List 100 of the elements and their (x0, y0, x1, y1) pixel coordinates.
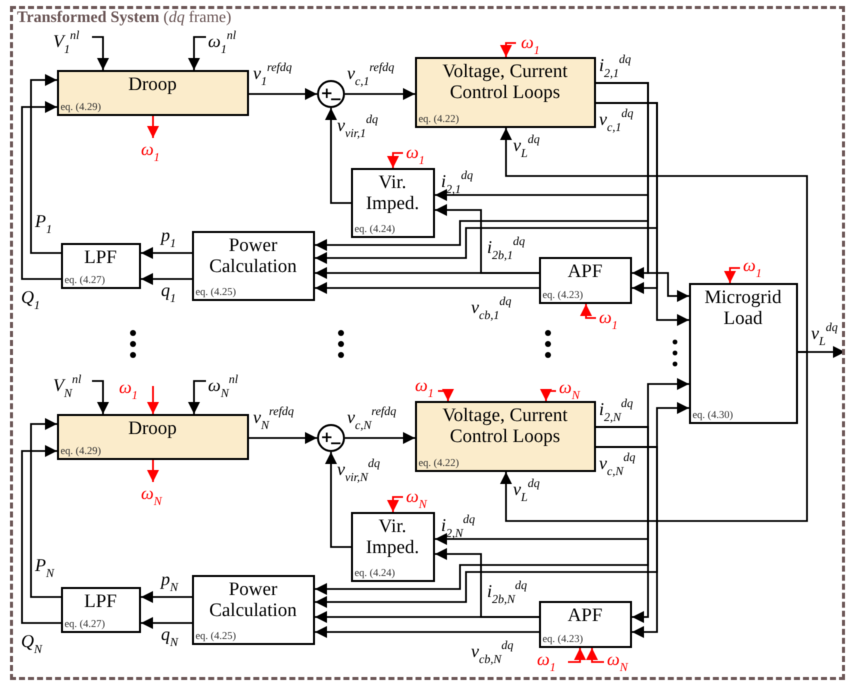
arrow (500, 351, 808, 522)
frequency-label: ω$_{1}$ (118, 378, 139, 404)
arrow (92, 380, 109, 414)
arrow (315, 267, 539, 279)
arrow (147, 460, 159, 482)
block-label: APF (566, 604, 604, 626)
arrow (147, 386, 159, 414)
arrow (249, 88, 317, 100)
arrow (92, 36, 109, 70)
arrow (325, 108, 351, 204)
arrow (500, 128, 808, 353)
process-box (192, 574, 314, 644)
arrow (586, 648, 604, 663)
block-label: Droop (127, 418, 178, 438)
frequency-label: ω$_{1}$ (742, 256, 763, 282)
arrow (387, 152, 403, 168)
frame-border (10, 6, 845, 680)
arrow (580, 304, 596, 319)
arrow (315, 282, 539, 294)
arrow (568, 648, 586, 663)
signal-label: P$_{N}$ (34, 556, 56, 582)
arrow (141, 247, 192, 259)
equation-reference: eq. (4.25) (196, 630, 236, 642)
signal-label: p$_{1}$ (160, 226, 177, 252)
summing-junction (316, 80, 344, 108)
block-label: APF (566, 260, 604, 282)
frequency-label: ω$_{N}$ (140, 484, 163, 510)
arrow (21, 445, 61, 624)
arrow (345, 432, 415, 444)
process-box (60, 242, 140, 288)
equation-reference: eq. (4.22) (418, 458, 460, 468)
process-box (350, 168, 434, 238)
block-label: Vir. Imped. (364, 516, 420, 558)
signal-label: q$_{1}$ (160, 281, 177, 307)
equation-reference: eq. (4.22) (418, 114, 460, 124)
equation-reference: eq. (4.25) (196, 286, 236, 298)
block-label: Power Calculation (208, 234, 298, 276)
equation-reference: eq. (4.29) (60, 102, 102, 112)
equation-reference: eq. (4.30) (692, 410, 734, 420)
signal-label: Q$_{N}$ (20, 632, 44, 658)
block-label: Power Calculation (208, 578, 298, 620)
frequency-label: ω$_{N}$ (606, 650, 629, 676)
frequency-label: ω$_{1}$ (140, 140, 161, 166)
process-box (414, 400, 596, 472)
process-box (60, 586, 140, 632)
arrow (147, 116, 159, 138)
process-box (56, 414, 248, 460)
arrow (540, 389, 556, 401)
arrow (141, 273, 192, 285)
block-label: LPF (83, 246, 118, 268)
arrow (30, 74, 61, 254)
arrow (724, 267, 740, 283)
arrow (345, 88, 415, 100)
block-label: Voltage, Current Control Loops (441, 60, 569, 102)
signal-label: Q$_{1}$ (20, 288, 41, 314)
arrow (798, 346, 845, 358)
frequency-label: ω$_{N}$ (558, 378, 581, 404)
frequency-label: ω$_{1}$ (536, 650, 557, 676)
process-box (538, 600, 632, 648)
arrow (30, 418, 61, 598)
arrow (596, 402, 689, 448)
process-box (350, 512, 434, 582)
equation-reference: eq. (4.23) (542, 290, 584, 300)
equation-reference: eq. (4.29) (60, 446, 102, 456)
block-label: Microgrid Load (703, 286, 783, 328)
process-box (688, 282, 798, 424)
process-box (538, 256, 632, 304)
equation-reference: eq. (4.23) (542, 634, 584, 644)
frequency-label: ω$_{1}$ (598, 308, 619, 334)
arrow (325, 452, 351, 548)
arrow (315, 611, 539, 623)
frequency-label: ω$_{1}$ (405, 143, 426, 169)
signal-label: q$_{N}$ (160, 625, 180, 651)
arrow (141, 591, 192, 603)
signal-label: p$_{N}$ (160, 570, 180, 596)
process-box (192, 230, 314, 300)
arrow (141, 617, 192, 629)
block-label: Voltage, Current Control Loops (441, 404, 569, 446)
frequency-label: ω$_{N}$ (405, 487, 428, 513)
block-label: LPF (83, 590, 118, 612)
frequency-label: ω$_{1}$ (520, 33, 541, 59)
equation-reference: eq. (4.24) (354, 568, 396, 578)
frequency-label: ω$_{1}$ (414, 376, 435, 402)
block-label: Vir. Imped. (364, 172, 420, 214)
arrow (188, 380, 206, 414)
block-label: Droop (127, 74, 178, 94)
arrow (500, 42, 516, 57)
frame-title: Transformed System (dq frame) (17, 9, 232, 27)
arrow (387, 496, 403, 512)
equation-reference: eq. (4.27) (64, 274, 106, 286)
arrow (21, 101, 61, 280)
arrow (188, 36, 206, 70)
arrow (438, 389, 454, 401)
arrow (249, 432, 317, 444)
process-box (56, 70, 248, 116)
signal-label: P$_{1}$ (34, 212, 53, 238)
arrow (596, 102, 689, 326)
summing-junction (316, 424, 344, 452)
arrow (315, 626, 539, 638)
arrow (596, 82, 689, 302)
